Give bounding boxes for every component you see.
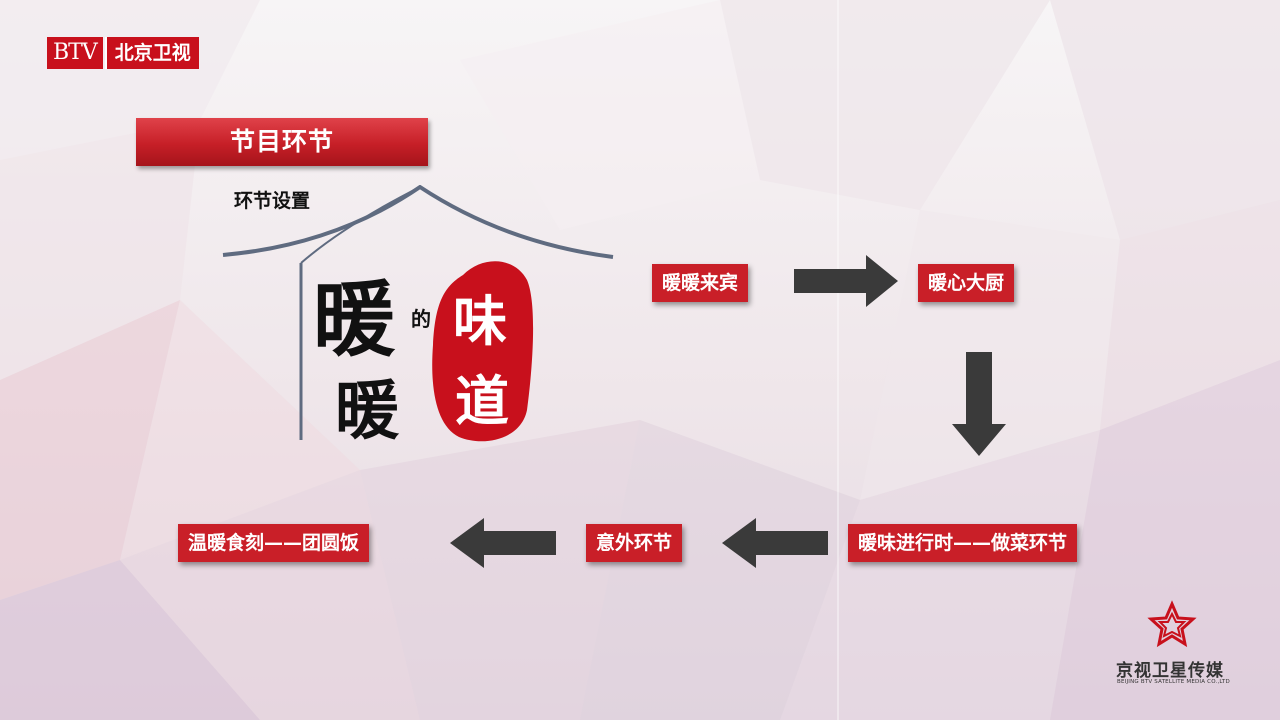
- channel-logo: BTV 北京卫视: [47, 37, 217, 69]
- seal-char-2: 道: [455, 369, 509, 433]
- channel-name: 北京卫视: [104, 37, 199, 69]
- seal-char-1: 味: [453, 289, 507, 353]
- show-logo: 暖 暖 的 味 道: [215, 185, 615, 450]
- arrow-down-icon: [952, 352, 1006, 456]
- logo-char-small: 的: [411, 307, 431, 331]
- company-name-en: BEIJING BTV SATELLITE MEDIA CO.,LTD: [1117, 679, 1230, 685]
- section-title: 节目环节: [136, 118, 428, 166]
- channel-mark: BTV: [47, 37, 103, 69]
- company-name-cn: 京视卫星传媒: [1116, 661, 1224, 681]
- flow-step-surprise: 意外环节: [586, 524, 683, 562]
- arrow-left-icon: [450, 518, 556, 568]
- logo-char-1: 暖: [313, 272, 396, 368]
- arrow-left-icon: [722, 518, 828, 568]
- flow-step-reunion: 温暖食刻——团圆饭: [178, 524, 370, 562]
- section-subtitle: 环节设置: [234, 190, 311, 212]
- arrow-right-icon: [794, 255, 898, 307]
- roof-icon: [222, 185, 614, 442]
- flow-step-chef: 暖心大厨: [918, 264, 1015, 302]
- flow-step-cooking: 暖味进行时——做菜环节: [848, 524, 1078, 562]
- star-logo-icon: [1147, 600, 1197, 648]
- logo-char-2: 暖: [335, 374, 399, 449]
- flow-step-guest: 暖暖来宾: [652, 264, 749, 302]
